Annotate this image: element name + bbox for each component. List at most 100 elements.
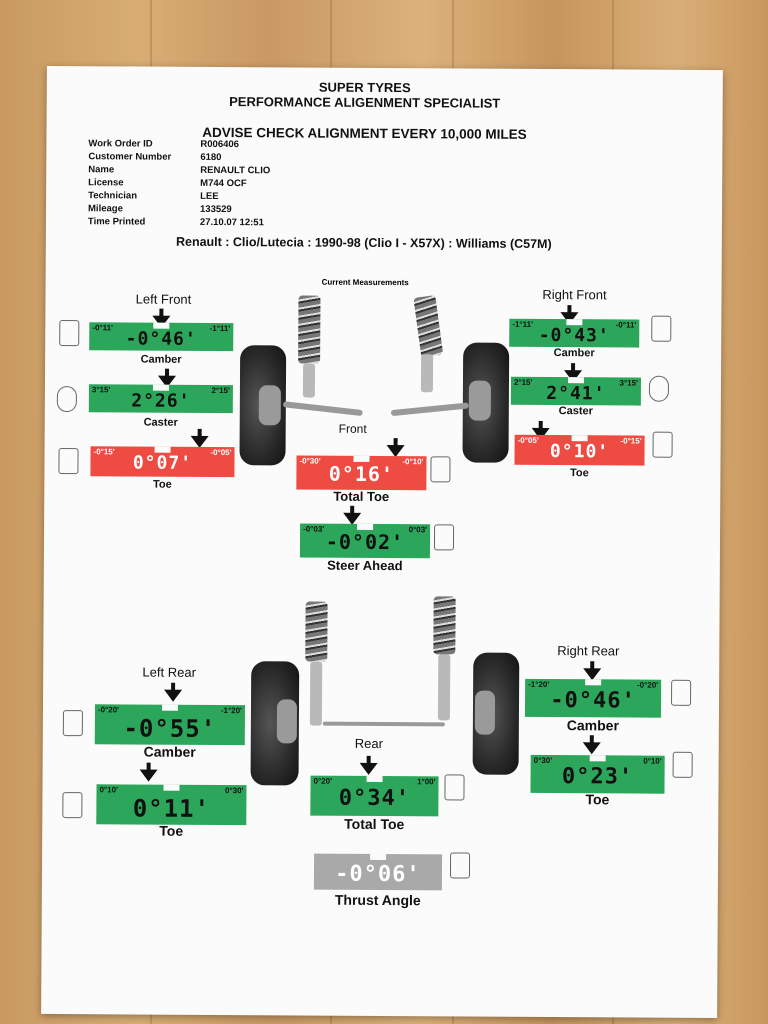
right-front-caster-gauge: 2°15' 3°15' 2°41'	[510, 376, 642, 406]
steering-icon	[433, 524, 455, 551]
arrow-icon	[139, 769, 158, 782]
info-label: Customer Number	[88, 151, 172, 163]
info-label: Mileage	[87, 203, 123, 215]
current-measurements-label: Current Measurements	[321, 277, 409, 288]
max-limit: 1°00'	[417, 777, 436, 787]
info-value: 6180	[200, 151, 222, 164]
left-front-caster-gauge: 3°15' 2°15' 2°26'	[88, 384, 233, 414]
info-value: R006406	[200, 138, 240, 151]
front-left-arm	[282, 401, 363, 417]
min-limit: 0°10'	[99, 785, 118, 795]
front-total-toe-gauge: -0°30' -0°10' 0°16'	[296, 455, 427, 491]
camber-value: -0°46'	[125, 328, 197, 350]
left-front-toe-gauge: -0°15' -0°05' 0°07'	[90, 446, 235, 478]
camber-caption: Camber	[143, 743, 196, 760]
info-label: Name	[88, 164, 115, 176]
left-front-title: Left Front	[135, 291, 192, 307]
work-order-info: Work Order ID R006406 Customer Number 6180…	[88, 138, 271, 230]
toe-caption: Toe	[585, 791, 610, 808]
camber-value: -0°55'	[123, 714, 217, 743]
rear-label: Rear	[354, 735, 384, 752]
caster-caption: Caster	[143, 416, 178, 429]
camber-icon	[651, 315, 672, 342]
info-label: Time Printed	[87, 216, 146, 228]
front-right-hub	[468, 380, 491, 421]
notch	[585, 679, 602, 686]
max-limit: 0°30'	[224, 786, 244, 796]
rear-left-hub	[276, 699, 298, 744]
thrust-angle-caption: Thrust Angle	[334, 891, 421, 909]
caster-caption: Caster	[558, 405, 593, 418]
info-label: Technician	[88, 190, 138, 202]
left-front-camber-gauge: -0°11' -1°11' -0°46'	[89, 322, 234, 352]
right-rear-title: Right Rear	[557, 643, 620, 659]
front-left-hub	[258, 385, 281, 426]
min-limit: 0°20'	[313, 776, 333, 786]
info-value: 27.10.07 12:51	[199, 216, 264, 229]
toe-icon	[430, 456, 451, 483]
toe-value: 0°10'	[549, 441, 610, 463]
arrow-icon	[164, 689, 183, 702]
camber-icon	[59, 320, 80, 347]
camber-value: -0°43'	[538, 324, 610, 347]
caster-value: 2°41'	[546, 383, 606, 405]
camber-caption: Camber	[140, 353, 182, 366]
info-label: License	[88, 177, 124, 189]
toe-icon	[444, 774, 465, 801]
info-label: Work Order ID	[88, 138, 153, 150]
notch	[366, 775, 383, 783]
steer-ahead-gauge: -0°03' 0°03' -0°02'	[299, 523, 431, 559]
right-front-toe-gauge: -0°05' -0°15' 0°10'	[514, 434, 645, 466]
caster-value: 2°26'	[131, 390, 191, 412]
rear-left-strut	[309, 661, 323, 726]
info-value: M744 OCF	[200, 177, 247, 190]
camber-icon	[62, 710, 83, 737]
caster-icon	[56, 386, 77, 413]
right-rear-toe-gauge: 0°30' 0°10' 0°23'	[530, 754, 665, 794]
left-rear-title: Left Rear	[142, 664, 196, 680]
front-right-strut	[420, 354, 434, 393]
rear-left-spring	[305, 601, 328, 662]
toe-icon	[62, 792, 83, 819]
rear-right-strut	[437, 654, 451, 721]
notch	[589, 755, 606, 762]
front-left-strut	[302, 363, 316, 398]
info-value: RENAULT CLIO	[200, 164, 271, 177]
info-value: LEE	[200, 190, 219, 202]
right-rear-camber-gauge: -1°20' -0°20' -0°46'	[524, 678, 662, 718]
arrow-icon	[359, 762, 378, 775]
rear-right-hub	[474, 690, 496, 735]
front-right-spring	[413, 295, 444, 358]
front-right-arm	[390, 402, 469, 417]
right-front-title: Right Front	[542, 286, 607, 303]
thrust-angle-gauge: -0°06'	[313, 853, 443, 891]
camber-value: -0°46'	[550, 688, 636, 714]
toe-icon	[652, 431, 673, 458]
steer-ahead-value: -0°02'	[325, 529, 405, 555]
toe-icon	[672, 751, 693, 778]
toe-caption: Toe	[159, 822, 184, 839]
min-limit: -0°20'	[97, 705, 120, 715]
front-label: Front	[338, 421, 367, 436]
shop-subtitle: PERFORMANCE ALIGENMENT SPECIALIST	[229, 94, 501, 111]
vehicle-line: Renault : Clio/Lutecia : 1990-98 (Clio I…	[175, 234, 552, 252]
toe-icon	[58, 448, 79, 475]
printout-sheet: SUPER TYRES PERFORMANCE ALIGENMENT SPECI…	[41, 65, 723, 1019]
left-rear-camber-gauge: -0°20' -1°20' -0°55'	[94, 704, 246, 746]
camber-icon	[671, 679, 692, 706]
toe-value: 0°23'	[561, 764, 634, 790]
thrust-angle-value: -0°06'	[335, 861, 421, 888]
caster-icon	[648, 375, 670, 402]
max-limit: -1°20'	[220, 706, 242, 716]
notch	[163, 784, 180, 791]
rear-axle	[322, 721, 445, 727]
toe-caption: Toe	[152, 478, 172, 491]
info-value: 133529	[199, 203, 232, 216]
arrow-icon	[582, 742, 601, 755]
toe-caption: Toe	[570, 467, 589, 480]
notch	[370, 853, 387, 861]
total-toe-caption: Total Toe	[333, 488, 390, 505]
toe-value: 0°07'	[132, 452, 193, 474]
total-toe-caption: Total Toe	[344, 815, 405, 833]
right-front-camber-gauge: -1°11' -0°11' -0°43'	[509, 318, 640, 348]
